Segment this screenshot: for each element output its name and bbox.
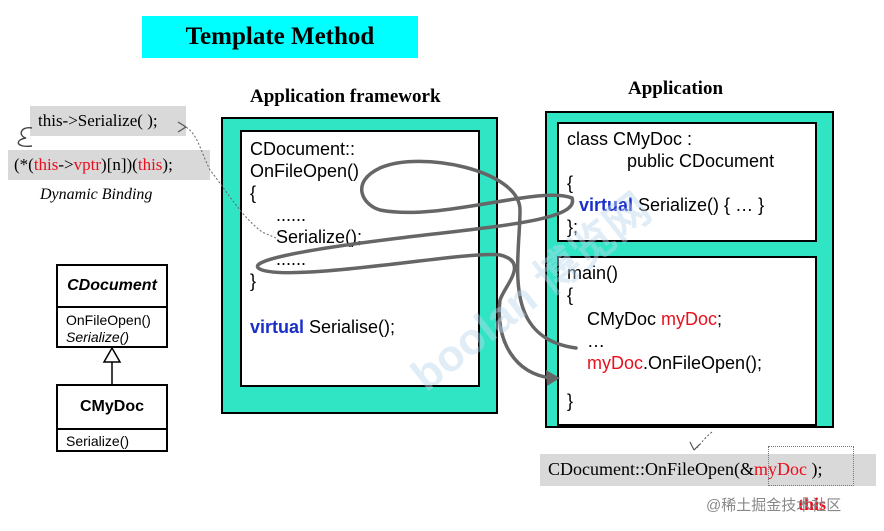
fw-line-1: CDocument:: (250, 139, 356, 159)
bottom-call: CDocument::OnFileOpen(&myDoc ); (548, 459, 822, 480)
fw-line-3: { (250, 183, 257, 203)
main-line-6: } (567, 391, 574, 411)
expansion-arrow: -> (58, 155, 74, 174)
footer-credit: @稀土掘金技术社区 (706, 497, 842, 514)
main-line-3-var: myDoc (661, 309, 718, 329)
uml-cdocument-name: CDocument (67, 277, 157, 294)
app-virtual-rest: Serialize() { … } (633, 195, 765, 215)
fw-virtual-rest: Serialise(); (304, 317, 396, 337)
uml-cdocument-class: CDocument OnFileOpen() Serialize() (56, 264, 168, 348)
this-serialize-bar (30, 106, 186, 136)
app-class-line-1: class CMyDoc : (567, 129, 693, 149)
control-flow-arrow (255, 159, 578, 380)
app-class-line-2: public CDocument (627, 151, 775, 171)
main-line-2: { (567, 285, 574, 305)
fw-virtual-keyword: virtual (250, 317, 305, 337)
uml-cmydoc-name: CMyDoc (79, 398, 144, 415)
fw-line-5: Serialize(); (276, 227, 363, 247)
uml-cmydoc-separator (58, 428, 166, 430)
framework-virtual-line: virtual Serialise(); (250, 316, 395, 338)
diagram-title: Template Method (142, 16, 418, 58)
uml-cdocument-method-1: OnFileOpen() (66, 312, 151, 328)
expansion-vptr: vptr (73, 155, 102, 174)
bottom-call-bar (540, 454, 876, 486)
main-line-5-rest: .OnFileOpen(); (643, 353, 763, 373)
expansion-mid: )[n])( (101, 155, 138, 174)
fw-line-2: OnFileOpen() (250, 161, 360, 181)
app-class-line-5: }; (567, 217, 579, 237)
framework-code: CDocument::OnFileOpen(){......Serialize(… (250, 138, 362, 292)
bottom-call-var: myDoc (753, 459, 807, 479)
this-serialize-call: this->Serialize( ); (38, 111, 158, 130)
bottom-call-prefix: CDocument::OnFileOpen(& (548, 459, 754, 479)
application-heading: Application (628, 78, 724, 99)
this-label: this (798, 494, 827, 514)
vptr-expansion-bar (8, 150, 210, 180)
app-virtual-keyword: virtual (579, 195, 634, 215)
expansion-prefix: (*( (14, 155, 34, 174)
uml-cmydoc-class: CMyDoc Serialize() (56, 384, 168, 452)
fw-line-7: } (250, 271, 257, 291)
dynamic-binding-caption: Dynamic Binding (40, 186, 153, 203)
dynamic-link-dotted (185, 126, 277, 239)
this-callout-head (689, 441, 701, 451)
main-line-1: main() (567, 263, 619, 283)
expansion-this: this (33, 155, 59, 174)
uml-cmydoc-method: Serialize() (66, 433, 130, 449)
watermark: boolan 博览网 (402, 185, 659, 401)
main-line-4: … (587, 331, 605, 351)
main-line-5-var: myDoc (587, 353, 644, 373)
control-flow-arrowhead (546, 370, 560, 386)
main-line-3-type: CMyDoc (587, 309, 662, 329)
bottom-call-suffix: ); (806, 459, 823, 479)
left-curl-icon (17, 127, 33, 148)
title-text: Template Method (185, 23, 375, 50)
serialize-hook-arrow (177, 121, 187, 133)
app-main-box (557, 256, 817, 426)
app-class-box (557, 122, 817, 242)
uml-cdocument-separator (58, 306, 166, 308)
uml-cdocument-method-2: Serialize() (66, 329, 130, 345)
app-class-code: class CMyDoc :public CDocument {virtual S… (567, 128, 774, 238)
main-line-3-end: ; (717, 309, 723, 329)
expansion-this2: this (137, 155, 163, 174)
app-class-line-3: { (567, 173, 574, 193)
this-highlight-frame (768, 446, 854, 486)
inheritance-arrow (102, 346, 122, 384)
app-main-code: main(){CMyDoc myDoc;…myDoc.OnFileOpen();… (567, 262, 762, 412)
expansion-suffix: ); (162, 155, 173, 174)
vptr-expansion: (*(this->vptr)[n])(this); (14, 155, 173, 175)
framework-heading: Application framework (250, 86, 441, 107)
fw-line-4: ...... (276, 205, 307, 225)
